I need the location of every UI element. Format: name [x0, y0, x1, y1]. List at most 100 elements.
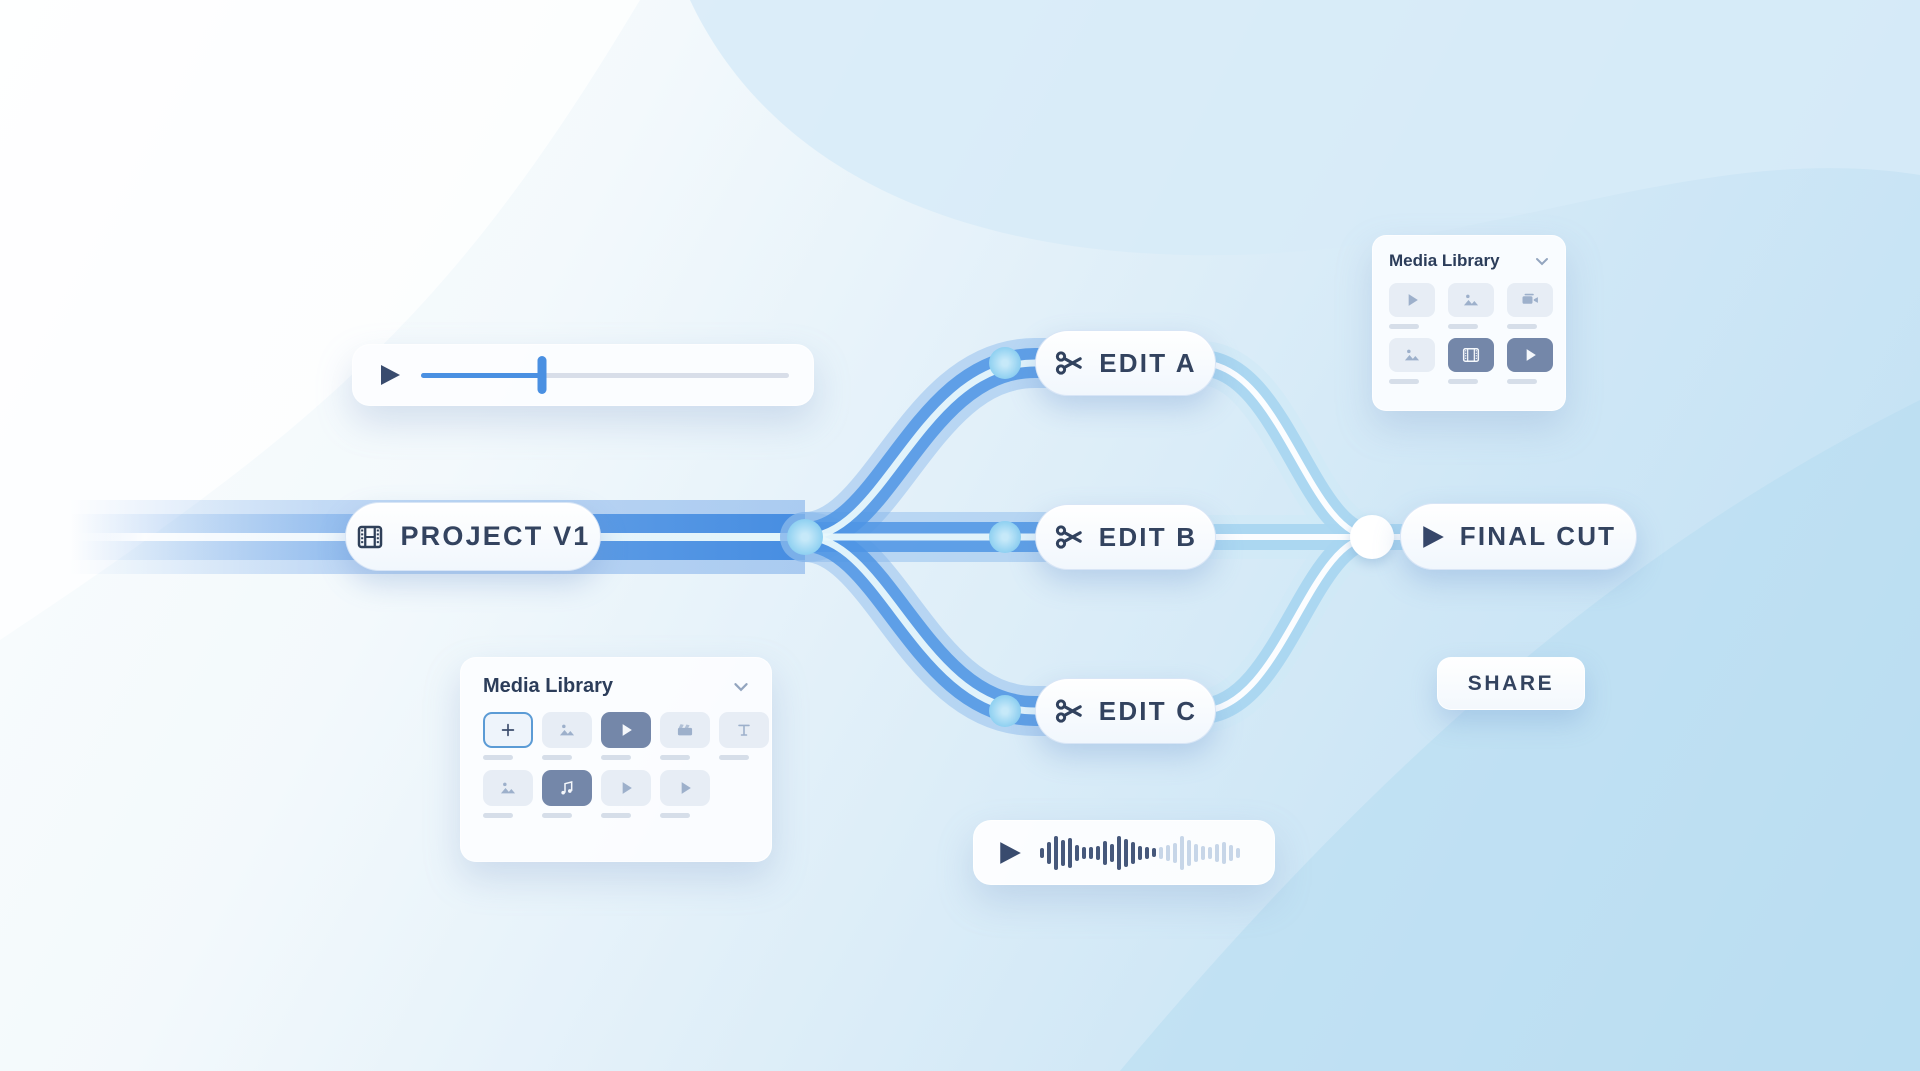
tile-image[interactable] [542, 712, 592, 748]
final-cut-node[interactable]: FINAL CUT [1400, 503, 1637, 570]
tile-image[interactable] [483, 770, 533, 806]
tile-play[interactable] [601, 770, 651, 806]
waveform-bar [1131, 841, 1135, 864]
waveform-bar [1222, 841, 1226, 864]
edit-a-node[interactable]: EDIT A [1035, 330, 1216, 396]
tile-caption [1389, 324, 1419, 329]
media-tile-cell [719, 712, 769, 760]
waveform-bar [1187, 839, 1191, 866]
waveform-bar [1145, 846, 1149, 859]
share-button[interactable]: SHARE [1437, 657, 1585, 710]
tile-caption [1448, 324, 1478, 329]
tile-music[interactable] [542, 770, 592, 806]
waveform-bar [1194, 843, 1198, 862]
project-node-label: PROJECT V1 [400, 521, 591, 551]
waveform-bar [1040, 847, 1044, 858]
tile-play[interactable] [1389, 283, 1435, 317]
scissors-icon [1054, 522, 1084, 552]
media-library-title: Media Library [1389, 251, 1500, 270]
tile-caption [542, 755, 572, 760]
branch-node-dot [989, 347, 1021, 379]
play-icon[interactable] [998, 840, 1022, 866]
media-tile-cell [483, 712, 533, 760]
media-tile-cell [1507, 283, 1553, 329]
seek-track[interactable] [421, 356, 789, 394]
waveform-bar [1180, 835, 1184, 870]
chevron-down-icon[interactable] [1535, 257, 1549, 266]
waveform-bar [1089, 846, 1093, 859]
waveform-bar [1208, 846, 1212, 859]
edit-c-node[interactable]: EDIT C [1035, 678, 1216, 744]
tile-clapper[interactable] [660, 712, 710, 748]
seek-thumb[interactable] [537, 356, 547, 394]
filmstrip-icon [355, 522, 385, 552]
scissors-icon [1054, 696, 1084, 726]
tile-play[interactable] [660, 770, 710, 806]
media-tile-cell [1389, 283, 1435, 329]
media-tile-cell [601, 712, 651, 760]
tile-caption [660, 755, 690, 760]
tile-caption [1507, 379, 1537, 384]
waveform-bar [1075, 844, 1079, 861]
edit-b-label: EDIT B [1098, 521, 1198, 552]
tile-text[interactable] [719, 712, 769, 748]
play-icon [1402, 290, 1422, 310]
media-library-panel-left: Media Library [460, 657, 772, 862]
tile-play[interactable] [601, 712, 651, 748]
plus-icon [498, 720, 518, 740]
waveform-bar [1215, 843, 1219, 862]
waveform-bar [1138, 845, 1142, 860]
media-tile-cell [542, 770, 592, 818]
project-node[interactable]: PROJECT V1 [345, 502, 601, 571]
media-tile-cell [660, 770, 710, 818]
media-tile-cell [1448, 283, 1494, 329]
tile-caption [601, 755, 631, 760]
tile-filmstrip[interactable] [1448, 338, 1494, 372]
media-tile-cell [1448, 338, 1494, 384]
tile-image[interactable] [1389, 338, 1435, 372]
image-icon [498, 778, 518, 798]
seek-fill [421, 372, 543, 378]
media-tile-cell [483, 770, 533, 818]
media-tile-cell [660, 712, 710, 760]
scissors-icon [1054, 348, 1084, 378]
share-button-label: SHARE [1467, 671, 1555, 695]
play-icon [1421, 524, 1445, 550]
merge-node-dot [1350, 515, 1394, 559]
media-grid-left [483, 712, 769, 818]
waveform-bar [1229, 844, 1233, 861]
waveform-bar [1082, 846, 1086, 859]
filmstrip-icon [1461, 345, 1481, 365]
media-tile-cell [1389, 338, 1435, 384]
tile-camera[interactable] [1507, 283, 1553, 317]
tile-caption [1507, 324, 1537, 329]
tile-play[interactable] [1507, 338, 1553, 372]
waveform-bar [1096, 845, 1100, 860]
edit-b-node[interactable]: EDIT B [1035, 504, 1216, 570]
tile-plus[interactable] [483, 712, 533, 748]
waveform-bar [1201, 845, 1205, 860]
image-icon [1461, 290, 1481, 310]
edit-c-label: EDIT C [1098, 695, 1198, 726]
tile-caption [601, 813, 631, 818]
tile-image[interactable] [1448, 283, 1494, 317]
waveform-bar [1110, 843, 1114, 862]
audio-player-card [973, 820, 1275, 885]
tile-caption [660, 813, 690, 818]
play-icon [1520, 345, 1540, 365]
waveform-bar [1117, 835, 1121, 870]
playback-slider-card [352, 344, 814, 406]
waveform-bar [1068, 837, 1072, 868]
clapper-icon [675, 720, 695, 740]
play-icon[interactable] [379, 363, 401, 387]
waveform-bars[interactable] [1040, 829, 1254, 877]
junction-node-dot [787, 519, 823, 555]
chevron-down-icon[interactable] [733, 682, 749, 692]
play-icon [616, 778, 636, 798]
branch-node-dot [989, 521, 1021, 553]
music-icon [557, 778, 577, 798]
media-grid-right [1389, 283, 1553, 384]
